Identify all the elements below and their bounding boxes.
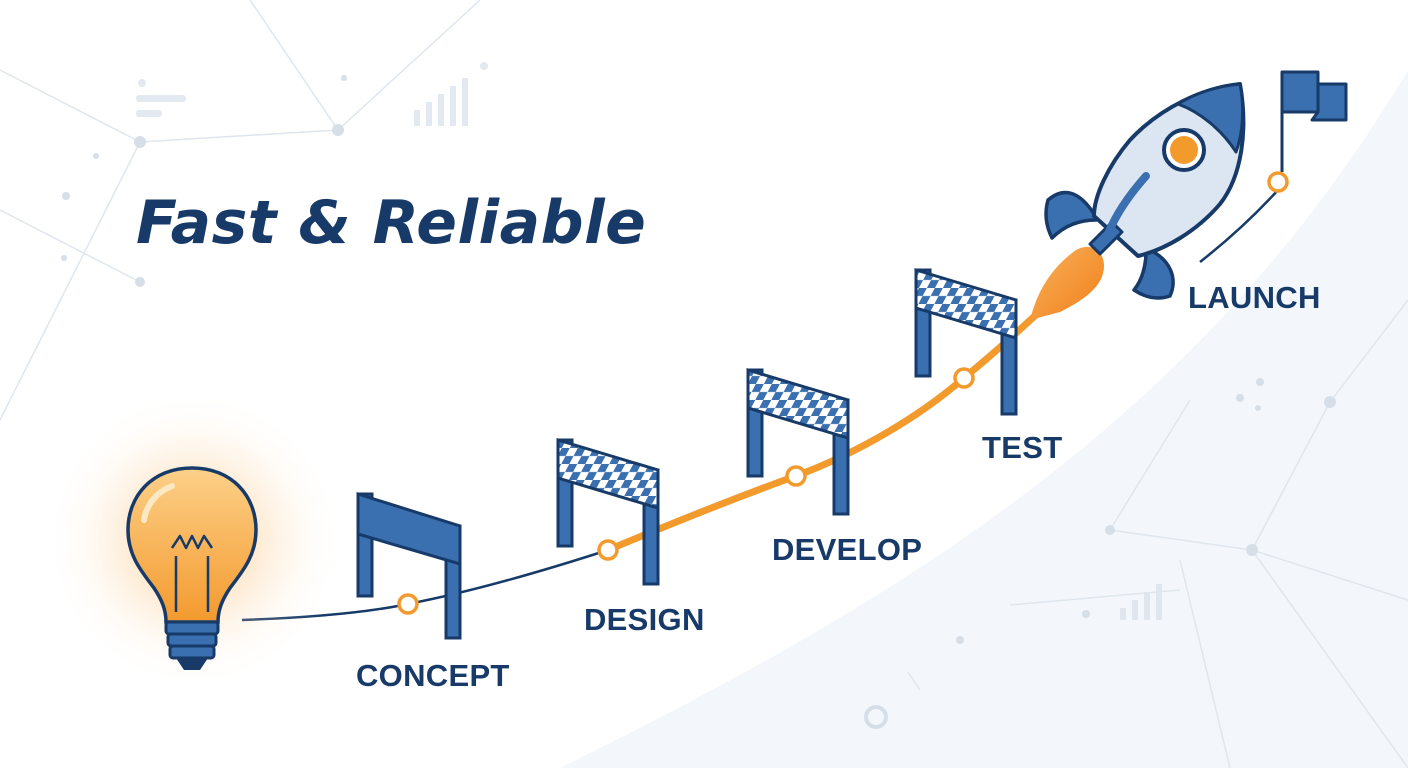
network-nodes — [61, 75, 1336, 644]
stage-label-test: TEST — [982, 430, 1063, 465]
stage-label-develop: DEVELOP — [772, 532, 923, 567]
hurdle-icon — [746, 367, 850, 516]
hurdle-icon — [556, 437, 660, 586]
flag-icon — [1199, 70, 1348, 263]
rocket-flame — [1030, 246, 1104, 320]
headline: Fast & Reliable — [136, 188, 647, 258]
rocket-icon — [1044, 82, 1246, 300]
bar-chart-icon — [1120, 584, 1162, 620]
hurdle-icon — [356, 491, 462, 640]
milestone-markers — [397, 367, 975, 615]
ring-decoration — [864, 705, 888, 729]
light-bulb-icon — [126, 466, 258, 670]
stage-label-design: DESIGN — [584, 602, 705, 637]
stage-label-launch: LAUNCH — [1188, 280, 1321, 315]
background-curve — [560, 70, 1408, 768]
bar-chart-icon — [414, 62, 488, 126]
hurdle-icon — [914, 267, 1018, 416]
text-lines-icon — [136, 79, 186, 117]
stage-label-concept: CONCEPT — [356, 658, 510, 693]
